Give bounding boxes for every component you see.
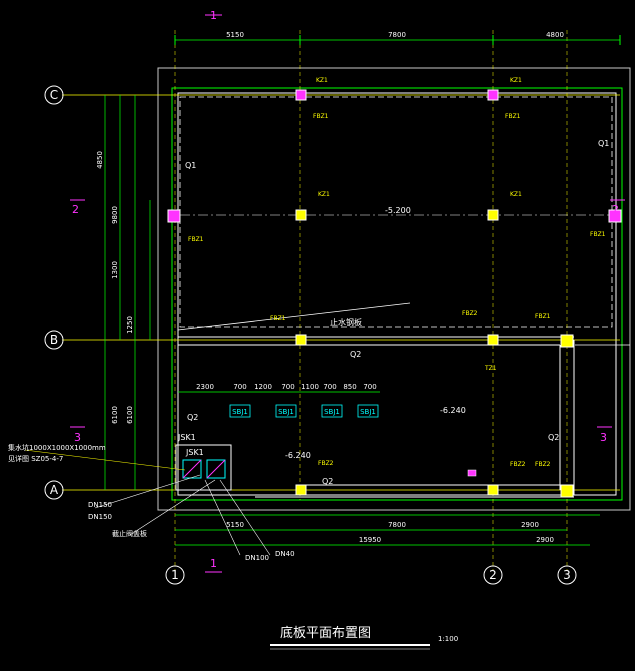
label-fbz: FBZ2 <box>318 460 334 467</box>
dim-left-4: 1250 <box>126 316 134 334</box>
label-q1-left: Q1 <box>185 161 196 170</box>
dim-bot-total: 15950 <box>359 536 381 544</box>
label-fbz: FBZ1 <box>505 113 521 120</box>
section-mark-right-2: 2 <box>612 203 619 216</box>
sbj-label: SBJ1 <box>232 408 248 416</box>
grid-label-a: A <box>50 483 59 497</box>
grid-bubble-2: 2 <box>483 565 503 585</box>
label-q2-mid: Q2 <box>350 350 361 359</box>
dim-inner-8: 700 <box>363 383 376 391</box>
section-mark-bottom: 1 <box>210 557 217 570</box>
label-fbz: FBZ1 <box>590 231 606 238</box>
leader <box>24 449 186 471</box>
label-waterstop: 止水钢板 <box>330 317 362 327</box>
label-kz: KZ1 <box>510 77 522 84</box>
section-mark-right-3: 3 <box>600 431 607 444</box>
label-q2-right: Q2 <box>548 433 559 442</box>
dim-bot-3: 2900 <box>521 521 539 529</box>
label-q1-right: Q1 <box>598 139 609 148</box>
label-fbz: FBZ1 <box>188 236 204 243</box>
sbj-label: SBJ1 <box>360 408 376 416</box>
section-mark-top: 1 <box>210 9 217 22</box>
grid-label-b: B <box>50 333 58 347</box>
note-dn100: DN100 <box>245 554 269 562</box>
note-sump-size: 集水坑1000X1000X1000mm <box>8 443 106 452</box>
dim-left-2: 1300 <box>111 261 119 279</box>
sump-pit-1 <box>182 459 202 479</box>
label-fbz: FBZ2 <box>510 461 526 468</box>
section-mark-left-3: 3 <box>74 431 81 444</box>
sump-pit-box <box>175 444 232 491</box>
dim-left-3: 9800 <box>111 206 119 224</box>
dim-bot-2: 7800 <box>388 521 406 529</box>
dim-inner-1: 2300 <box>196 383 214 391</box>
grid-bubble-b: B <box>44 330 64 350</box>
sbj-label: SBJ1 <box>324 408 340 416</box>
grid-bubble-c: C <box>44 85 64 105</box>
dim-left-1: 4850 <box>96 151 104 169</box>
dim-inner-4: 700 <box>281 383 294 391</box>
grid-label-2: 2 <box>489 568 497 582</box>
dim-inner-2: 700 <box>233 383 246 391</box>
grid-label-3: 3 <box>563 568 571 582</box>
dim-left-6: 6100 <box>126 406 134 424</box>
grid-bubble-1: 1 <box>165 565 185 585</box>
label-kz: KZ1 <box>318 191 330 198</box>
label-fbz: FBZ2 <box>535 461 551 468</box>
dim-inner-6: 700 <box>323 383 336 391</box>
grid-label-c: C <box>50 88 58 102</box>
wall-outline <box>177 92 617 496</box>
label-tz: TZ1 <box>484 365 497 372</box>
label-kz: KZ1 <box>510 191 522 198</box>
dim-left-5: 6100 <box>111 406 119 424</box>
column-markers <box>167 89 622 498</box>
sbj-boxes: SBJ1 SBJ1 SBJ1 SBJ1 <box>229 404 379 418</box>
slope-line <box>177 302 411 331</box>
drawing-scale: 1:100 <box>438 635 458 643</box>
sump-pit-2 <box>206 459 226 479</box>
label-jsk: JSK1 <box>177 433 196 442</box>
label-q2-left: Q2 <box>187 413 198 422</box>
note-dn150-a: DN150 <box>88 501 112 509</box>
green-outline <box>171 87 623 501</box>
outer-boundary <box>157 67 631 511</box>
note-dn150-b: DN150 <box>88 513 112 521</box>
grid-label-1: 1 <box>171 568 179 582</box>
label-jsk-box: JSK1 <box>185 448 204 457</box>
elevation-mark-mid: -6.240 <box>440 406 466 415</box>
label-kz: KZ1 <box>316 77 328 84</box>
label-fbz: FBZ1 <box>270 315 286 322</box>
dim-top-3: 4800 <box>546 31 564 39</box>
grid-bubble-a: A <box>44 480 64 500</box>
dim-top-2: 7800 <box>388 31 406 39</box>
dim-inner-3: 1200 <box>254 383 272 391</box>
sbj-label: SBJ1 <box>278 408 294 416</box>
elevation-mark-upper: -5.200 <box>385 206 411 215</box>
dim-bot-right: 2900 <box>536 536 554 544</box>
dim-inner-5: 1100 <box>301 383 319 391</box>
note-dn40: DN40 <box>275 550 295 558</box>
note-see-detail: 见详图 SZ05-4-7 <box>8 454 63 463</box>
dim-inner-7: 850 <box>343 383 356 391</box>
drawing-title: 底板平面布置图 <box>280 625 371 641</box>
note-cover: 截止阀盖板 <box>112 529 147 538</box>
fbz-labels: FBZ1 FBZ1 FBZ1 FBZ1 FBZ1 FBZ2 FBZ1 FBZ2 … <box>188 113 606 468</box>
dim-bot-1: 5150 <box>226 521 244 529</box>
label-fbz: FBZ2 <box>462 310 478 317</box>
label-fbz: FBZ1 <box>313 113 329 120</box>
label-q2-bottom: Q2 <box>322 477 333 486</box>
section-mark-left-2: 2 <box>72 203 79 216</box>
grid-bubble-3: 3 <box>557 565 577 585</box>
label-fbz: FBZ1 <box>535 313 551 320</box>
elevation-mark-lower: -6.240 <box>285 451 311 460</box>
dim-top-1: 5150 <box>226 31 244 39</box>
